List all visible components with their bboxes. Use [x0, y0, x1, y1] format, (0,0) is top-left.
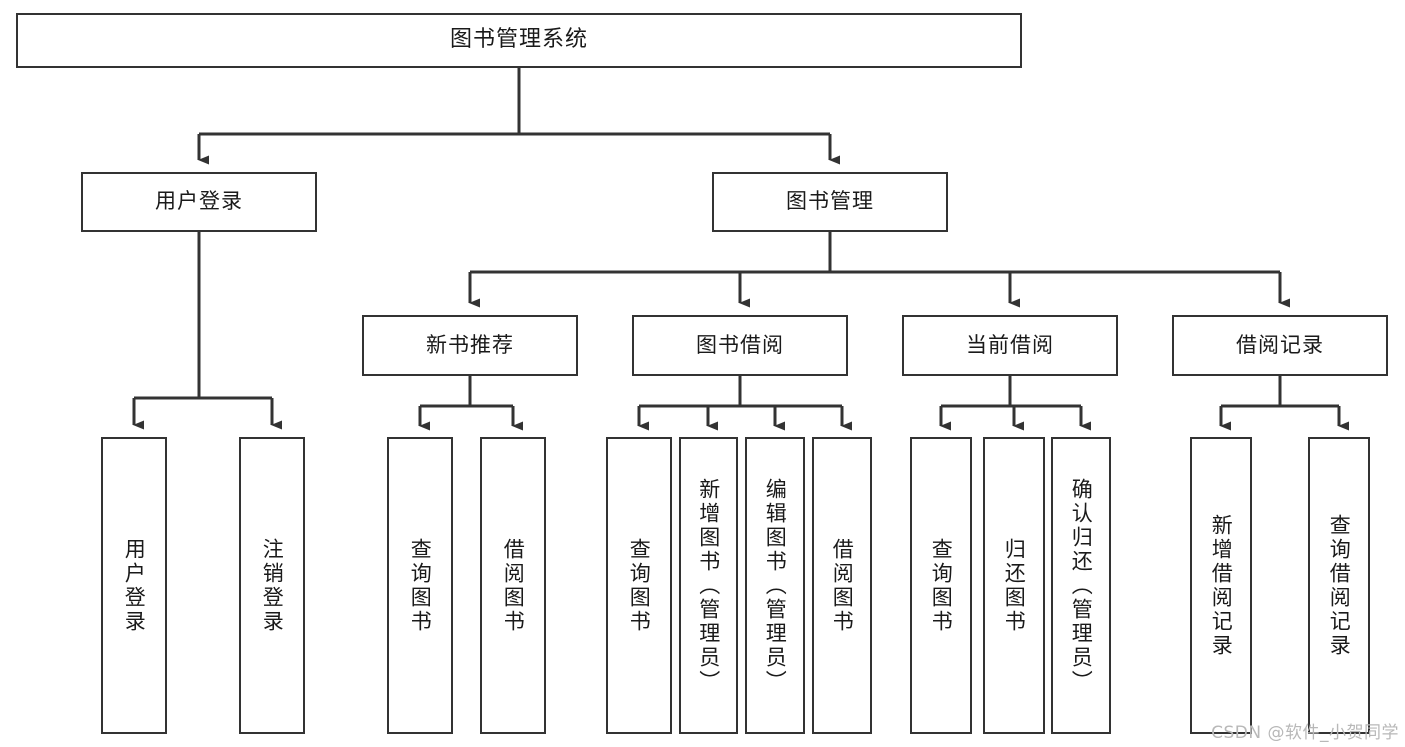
leaf-logout[interactable]: 注销登录: [239, 437, 305, 734]
leaf-add-borrow-record[interactable]: 新增借阅记录: [1190, 437, 1252, 734]
leaf-borrow-book-rec[interactable]: 借阅图书: [480, 437, 546, 734]
node-root-system[interactable]: 图书管理系统: [16, 13, 1022, 68]
leaf-user-login[interactable]: 用户登录: [101, 437, 167, 734]
leaf-query-book-rec[interactable]: 查询图书: [387, 437, 453, 734]
leaf-query-book-borrow[interactable]: 查询图书: [606, 437, 672, 734]
node-book-borrow[interactable]: 图书借阅: [632, 315, 848, 376]
node-book-management[interactable]: 图书管理: [712, 172, 948, 232]
leaf-query-book-current[interactable]: 查询图书: [910, 437, 972, 734]
leaf-borrow-book[interactable]: 借阅图书: [812, 437, 872, 734]
leaf-return-book[interactable]: 归还图书: [983, 437, 1045, 734]
leaf-add-book-admin[interactable]: 新增图书（管理员）: [679, 437, 738, 734]
node-new-book-recommend[interactable]: 新书推荐: [362, 315, 578, 376]
leaf-edit-book-admin[interactable]: 编辑图书（管理员）: [745, 437, 805, 734]
node-current-borrow[interactable]: 当前借阅: [902, 315, 1118, 376]
node-borrow-record[interactable]: 借阅记录: [1172, 315, 1388, 376]
watermark-text: CSDN @软件_小贺同学: [1211, 723, 1399, 743]
leaf-query-borrow-record[interactable]: 查询借阅记录: [1308, 437, 1370, 734]
node-user-login[interactable]: 用户登录: [81, 172, 317, 232]
leaf-confirm-return-admin[interactable]: 确认归还（管理员）: [1051, 437, 1111, 734]
